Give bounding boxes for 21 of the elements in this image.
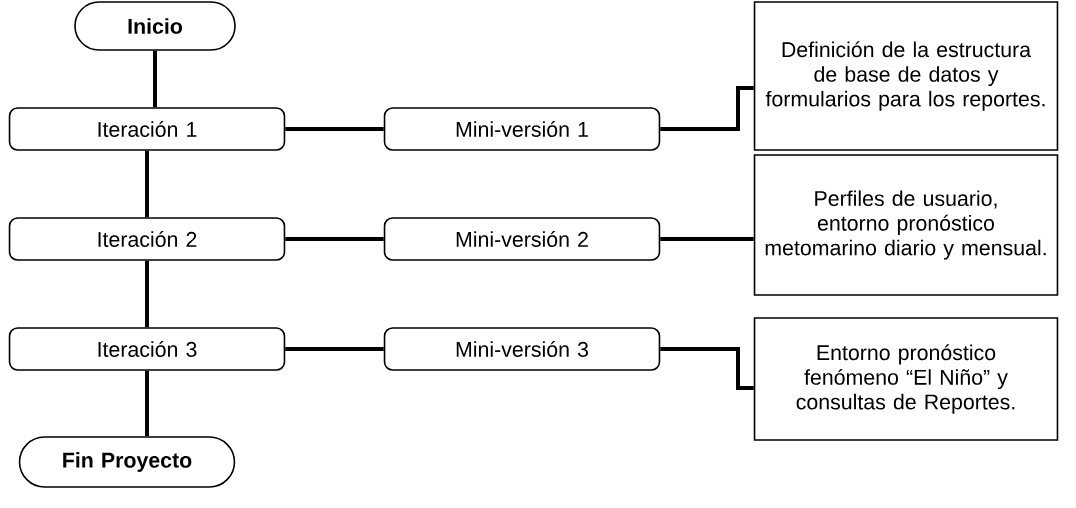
process-box: Mini-versión 2 [383, 217, 661, 261]
connector-line [660, 347, 754, 390]
process-box: Iteración 2 [8, 217, 286, 261]
connector-line [145, 150, 149, 218]
note-box: Perfiles de usuario, entorno pronóstico metomarino diario y mensual. [753, 154, 1059, 296]
connector-line [153, 50, 157, 108]
connector-line [145, 260, 149, 328]
terminal-box: Fin Proyecto [18, 436, 236, 488]
process-box: Mini-versión 1 [383, 107, 661, 151]
connector-line [660, 237, 754, 241]
process-box: Mini-versión 3 [383, 327, 661, 371]
connector-line [285, 347, 384, 351]
connector-line [285, 127, 384, 131]
connector-line [660, 86, 754, 131]
note-box: Definición de la estructura de base de datos y formularios para los reportes. [753, 1, 1059, 151]
note-box: Entorno pronóstico fenómeno “El Niño” y consultas de Reportes. [753, 317, 1059, 441]
process-box: Iteración 3 [8, 327, 286, 371]
connector-line [145, 370, 149, 437]
process-box: Iteración 1 [8, 107, 286, 151]
terminal-box: Inicio [74, 1, 236, 51]
connector-line [285, 237, 384, 241]
